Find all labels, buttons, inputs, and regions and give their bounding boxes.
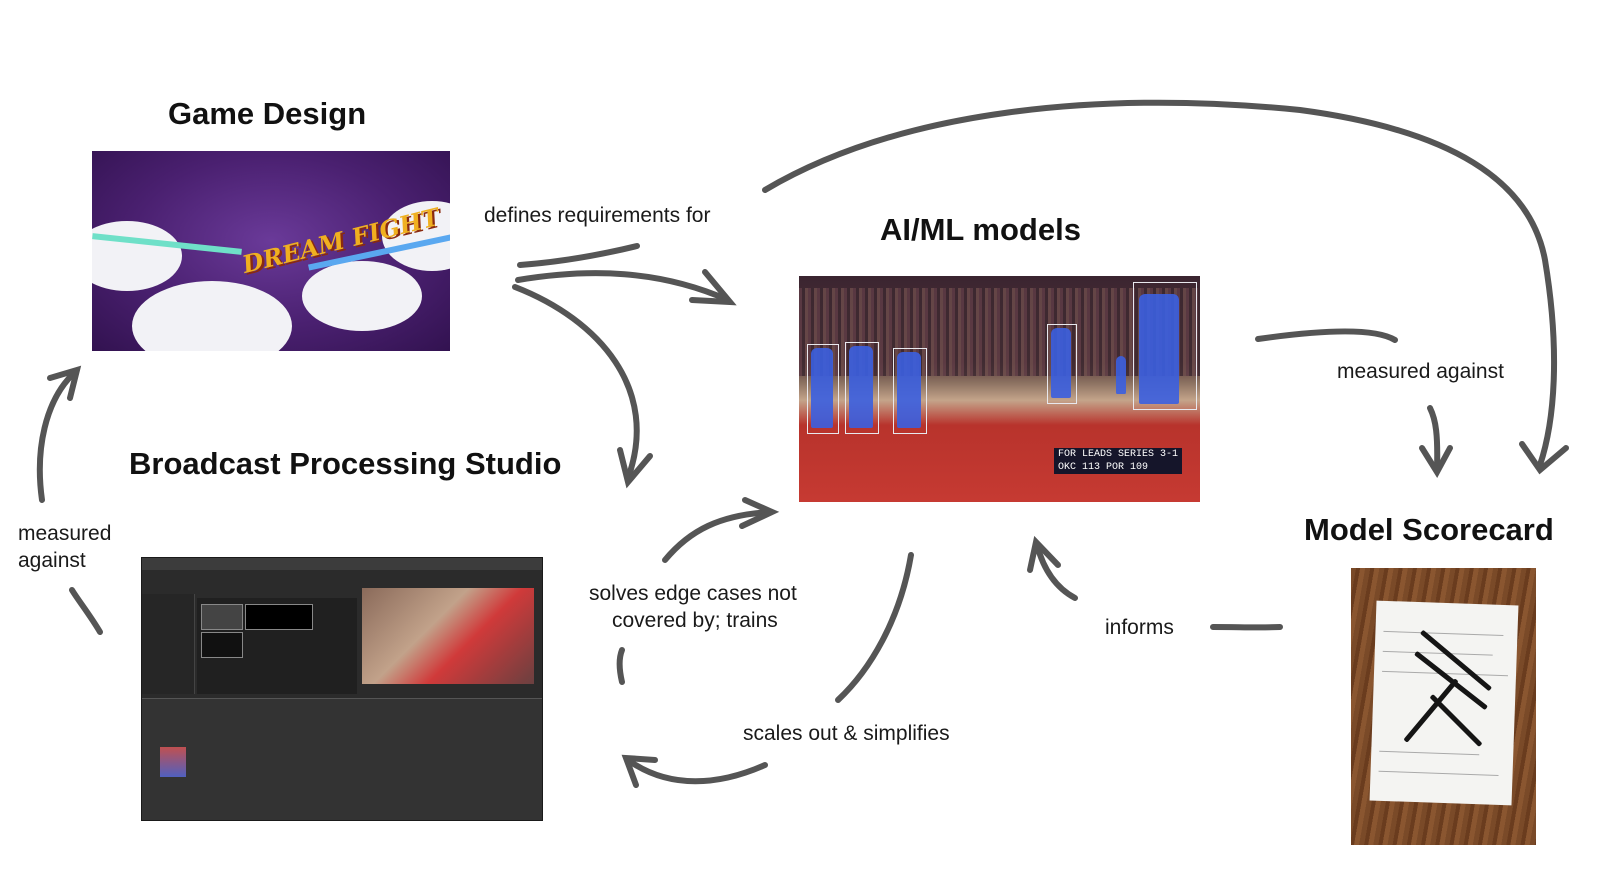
scorecard-paper — [1369, 600, 1519, 806]
paper-line — [1383, 630, 1504, 637]
label-solves-1: solves edge cases not — [589, 582, 797, 605]
arrow-head-game-to-aiml — [689, 269, 737, 306]
label-measured-left-1: measured — [18, 522, 112, 545]
paper-line — [1379, 750, 1480, 756]
player-detection — [1116, 356, 1126, 394]
game-design-image: DREAM FIGHT — [92, 151, 450, 351]
media-thumbnail — [201, 604, 243, 630]
player-detection — [849, 346, 873, 428]
studio-screenshot — [141, 557, 543, 821]
player-detection — [1139, 294, 1179, 404]
bounding-box — [845, 342, 879, 434]
studio-toolbar — [142, 558, 542, 570]
scorebug-line-1: FOR LEADS SERIES 3-1 — [1058, 449, 1179, 460]
studio-title: Broadcast Processing Studio — [129, 446, 562, 481]
studio-media-browser — [197, 598, 357, 694]
studio-timeline — [142, 698, 542, 820]
label-scales: scales out & simplifies — [743, 722, 950, 745]
cloud — [92, 221, 182, 291]
bounding-box — [1133, 282, 1197, 410]
cloud — [302, 261, 422, 331]
arrow-head-aiml-to-scorecard-right — [1419, 445, 1453, 478]
arrow-studio-to-game — [36, 369, 103, 635]
label-solves-2: covered by; trains — [612, 609, 778, 632]
scorecard-title: Model Scorecard — [1304, 512, 1554, 547]
arrow-game-to-aiml — [515, 243, 731, 303]
media-thumbnail — [245, 604, 313, 630]
bounding-box — [893, 348, 927, 434]
arrow-head-aiml-to-studio — [621, 754, 658, 788]
player-detection — [811, 348, 833, 428]
aiml-title: AI/ML models — [880, 212, 1081, 247]
scorebug-line-2: OKC 113 POR 109 — [1058, 462, 1149, 473]
player-detection — [1051, 328, 1071, 398]
arrow-head-studio-to-aiml — [739, 497, 780, 529]
bounding-box — [1047, 324, 1077, 404]
player-detection — [897, 352, 921, 428]
label-measured-left-2: against — [18, 549, 86, 572]
media-thumbnail — [201, 632, 243, 658]
paper-line — [1382, 650, 1493, 656]
studio-viewer — [362, 588, 534, 684]
paper-line — [1378, 770, 1499, 776]
label-defines: defines requirements for — [484, 204, 711, 227]
arrow-head-aiml-to-scorecard-top — [1519, 441, 1569, 475]
scorebug: FOR LEADS SERIES 3-1 OKC 113 POR 109 — [1054, 448, 1182, 474]
scorecard-image — [1351, 568, 1536, 845]
cloud — [132, 281, 292, 351]
game-design-title: Game Design — [168, 96, 367, 131]
arrow-aiml-to-scorecard-right — [1255, 328, 1441, 473]
arrow-head-game-to-studio — [617, 447, 653, 489]
arrow-head-scorecard-to-aiml — [1027, 535, 1061, 573]
label-measured-right: measured against — [1337, 360, 1504, 383]
studio-sidebar — [142, 594, 195, 694]
arrow-head-studio-to-game — [47, 365, 82, 401]
timeline-clip — [160, 747, 186, 777]
label-informs: informs — [1105, 616, 1174, 639]
bounding-box — [807, 344, 839, 434]
aiml-image: FOR LEADS SERIES 3-1 OKC 113 POR 109 — [799, 276, 1200, 502]
